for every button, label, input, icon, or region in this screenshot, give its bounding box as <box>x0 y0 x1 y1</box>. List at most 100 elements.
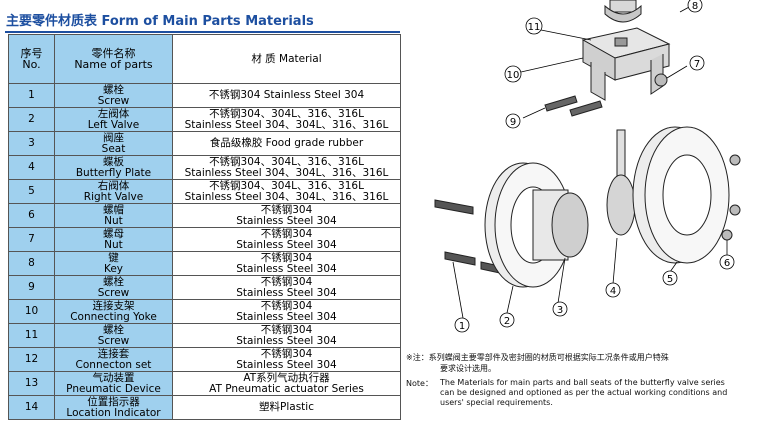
part-number: 8 <box>8 251 55 276</box>
table-header-row: 序号 No. 零件名称 Name of parts 材 质 Material <box>8 34 401 84</box>
part-number: 10 <box>8 299 55 324</box>
part-material: 塑料Plastic <box>172 395 401 420</box>
part-name-en: Connecton set <box>75 358 152 371</box>
part-number: 1 <box>8 83 55 108</box>
connecting-yoke-drawing <box>581 27 671 101</box>
part-name-en: Screw <box>97 94 130 107</box>
header-material: 材 质 Material <box>172 34 401 84</box>
callout-9: 9 <box>510 117 516 128</box>
material-line: 不锈钢304 <box>260 275 313 288</box>
note-en-line-1: The Materials for main parts and ball se… <box>440 378 725 387</box>
part-name-cn: 阀座 <box>103 131 124 144</box>
header-part-name: 零件名称 Name of parts <box>54 34 173 84</box>
part-name-en: Screw <box>97 334 130 347</box>
part-name-cn: 位置指示器 <box>87 395 140 408</box>
material-line: 不锈钢304 <box>260 323 313 336</box>
part-name-en: Key <box>103 262 124 275</box>
part-name-cn: 蝶板 <box>103 155 124 168</box>
material-line: 不锈钢304 <box>260 227 313 240</box>
callout-3: 3 <box>557 305 563 316</box>
material-line: 不锈钢304、304L、316、316L <box>209 107 364 120</box>
part-number: 12 <box>8 347 55 372</box>
callout-10: 10 <box>507 70 520 81</box>
part-number: 2 <box>8 107 55 132</box>
material-line: Stainless Steel 304 <box>236 262 337 275</box>
note-en-line-2: can be designed and optioned as per the … <box>440 388 728 397</box>
seat-drawing <box>551 192 589 258</box>
part-name-cn: 螺栓 <box>103 323 124 336</box>
part-number: 4 <box>8 155 55 180</box>
material-line: AT系列气动执行器 <box>243 371 330 384</box>
part-number: 9 <box>8 275 55 300</box>
callout-7: 7 <box>694 59 700 70</box>
material-line: 不锈钢304 Stainless Steel 304 <box>208 89 365 101</box>
part-number: 3 <box>8 131 55 156</box>
material-line: 不锈钢304 <box>260 251 313 264</box>
material-line: Stainless Steel 304、304L、316、316L <box>184 118 389 131</box>
material-line: 不锈钢304 <box>260 299 313 312</box>
part-name-en: Screw <box>97 286 130 299</box>
page-title: 主要零件材质表 Form of Main Parts Materials <box>6 14 314 29</box>
material-line: 不锈钢304 <box>260 347 313 360</box>
part-material: 食品级橡胶 Food grade rubber <box>172 131 401 156</box>
butterfly-plate-drawing <box>606 174 636 236</box>
title-underline <box>5 31 400 33</box>
material-line: AT Pneumatic actuator Series <box>209 382 364 395</box>
material-line: Stainless Steel 304 <box>236 238 337 251</box>
part-name-cn: 连接支架 <box>92 299 135 312</box>
note-cn-line-2: 要求设计选用。 <box>440 364 496 373</box>
left-valve-body-drawing <box>484 162 572 288</box>
material-line: Stainless Steel 304、304L、316、316L <box>184 166 389 179</box>
callout-5: 5 <box>667 274 673 285</box>
callout-4: 4 <box>610 286 616 297</box>
part-number: 5 <box>8 179 55 204</box>
header-number-en: No. <box>22 58 41 71</box>
part-name-cn: 螺栓 <box>103 275 124 288</box>
header-number: 序号 No. <box>8 34 55 84</box>
callout-2: 2 <box>504 316 510 327</box>
nut-6-drawing <box>721 154 741 241</box>
material-line: Stainless Steel 304、304L、316、316L <box>184 190 389 203</box>
screw-9-drawing <box>544 95 603 117</box>
header-number-cn: 序号 <box>20 47 43 60</box>
part-name-cn: 螺母 <box>103 227 124 240</box>
part-name-en: Right Valve <box>83 190 144 203</box>
materials-table: 序号 No. 零件名称 Name of parts 材 质 Material 1… <box>8 34 401 420</box>
part-name-cn: 左阀体 <box>97 107 130 120</box>
part-name-cn: 螺帽 <box>103 203 124 216</box>
callout-8: 8 <box>692 1 698 12</box>
part-number: 11 <box>8 323 55 348</box>
part-number: 6 <box>8 203 55 228</box>
part-name-en: Connecting Yoke <box>70 310 157 323</box>
part-material: 不锈钢304 Stainless Steel 304 <box>172 83 401 108</box>
part-number: 14 <box>8 395 55 420</box>
material-line: Stainless Steel 304 <box>236 358 337 371</box>
material-line: 不锈钢304、304L、316、316L <box>209 155 364 168</box>
stem-drawing <box>616 129 626 181</box>
